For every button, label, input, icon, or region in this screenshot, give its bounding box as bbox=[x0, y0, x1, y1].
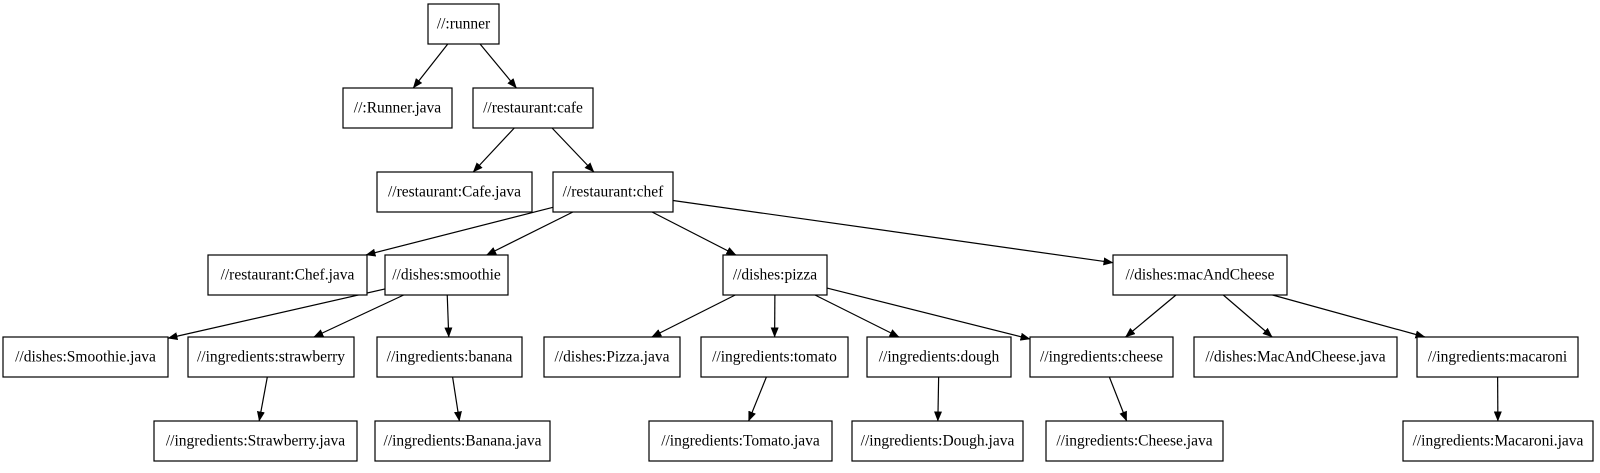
node-label-runner_java: //:Runner.java bbox=[354, 100, 442, 117]
edge-smoothie-to-banana bbox=[447, 295, 449, 337]
edge-tomato-to-tomato_java bbox=[749, 377, 767, 421]
graph-node-macaroni_java: //ingredients:Macaroni.java bbox=[1403, 421, 1593, 461]
graph-node-dough: //ingredients:dough bbox=[867, 337, 1011, 377]
node-label-strawberry_java: //ingredients:Strawberry.java bbox=[166, 433, 345, 450]
edge-macandcheese-to-macaroni bbox=[1273, 295, 1425, 337]
graph-node-chef_java: //restaurant:Chef.java bbox=[208, 255, 367, 295]
edge-banana-to-banana_java bbox=[453, 377, 460, 421]
edge-pizza-to-cheese bbox=[827, 288, 1030, 339]
edge-pizza-to-pizza_java bbox=[652, 295, 735, 337]
node-label-tomato_java: //ingredients:Tomato.java bbox=[661, 433, 820, 450]
graph-node-strawberry: //ingredients:strawberry bbox=[188, 337, 354, 377]
graph-node-cheese_java: //ingredients:Cheese.java bbox=[1046, 421, 1223, 461]
graph-node-smoothie: //dishes:smoothie bbox=[385, 255, 508, 295]
graph-node-strawberry_java: //ingredients:Strawberry.java bbox=[154, 421, 357, 461]
graph-node-macandcheese: //dishes:macAndCheese bbox=[1113, 255, 1287, 295]
node-label-macandcheese_java: //dishes:MacAndCheese.java bbox=[1205, 349, 1385, 366]
graph-node-banana: //ingredients:banana bbox=[377, 337, 522, 377]
edge-strawberry-to-strawberry_java bbox=[259, 377, 267, 421]
node-label-macaroni: //ingredients:macaroni bbox=[1428, 349, 1568, 366]
graph-node-cheese: //ingredients:cheese bbox=[1030, 337, 1173, 377]
node-label-cafe_java: //restaurant:Cafe.java bbox=[388, 184, 521, 201]
node-label-pizza: //dishes:pizza bbox=[733, 267, 817, 284]
graph-node-chef: //restaurant:chef bbox=[553, 172, 673, 212]
node-label-macandcheese: //dishes:macAndCheese bbox=[1126, 267, 1275, 284]
graph-node-macaroni: //ingredients:macaroni bbox=[1417, 337, 1578, 377]
edge-chef-to-macandcheese bbox=[673, 200, 1113, 262]
node-label-cheese: //ingredients:cheese bbox=[1040, 349, 1163, 366]
node-label-tomato: //ingredients:tomato bbox=[712, 349, 837, 366]
node-label-chef_java: //restaurant:Chef.java bbox=[221, 267, 355, 284]
node-label-macaroni_java: //ingredients:Macaroni.java bbox=[1413, 433, 1584, 450]
edge-smoothie-to-strawberry bbox=[314, 295, 404, 337]
edge-cafe-to-chef bbox=[552, 128, 594, 172]
edge-chef-to-chef_java bbox=[366, 207, 553, 255]
node-label-smoothie_java: //dishes:Smoothie.java bbox=[15, 349, 156, 366]
graph-nodes: //:runner //:Runner.java //restaurant:cafe… bbox=[3, 4, 1593, 461]
graph-node-cafe_java: //restaurant:Cafe.java bbox=[377, 172, 532, 212]
graph-node-dough_java: //ingredients:Dough.java bbox=[852, 421, 1023, 461]
edge-chef-to-smoothie bbox=[487, 212, 573, 255]
edge-cafe-to-cafe_java bbox=[473, 128, 514, 172]
node-label-cafe: //restaurant:cafe bbox=[483, 100, 583, 117]
graph-node-macandcheese_java: //dishes:MacAndCheese.java bbox=[1194, 337, 1397, 377]
node-label-dough: //ingredients:dough bbox=[879, 349, 1000, 366]
node-label-smoothie: //dishes:smoothie bbox=[392, 267, 501, 284]
edge-runner-to-cafe bbox=[480, 44, 516, 88]
graph-node-runner: //:runner bbox=[428, 4, 499, 44]
node-label-dough_java: //ingredients:Dough.java bbox=[861, 433, 1015, 450]
graph-node-pizza_java: //dishes:Pizza.java bbox=[544, 337, 680, 377]
edge-macandcheese-to-macandcheese_java bbox=[1223, 295, 1272, 337]
edge-runner-to-runner_java bbox=[413, 44, 448, 88]
node-label-strawberry: //ingredients:strawberry bbox=[197, 349, 345, 366]
graph-node-tomato_java: //ingredients:Tomato.java bbox=[649, 421, 832, 461]
edge-pizza-to-dough bbox=[815, 295, 899, 337]
node-label-runner: //:runner bbox=[437, 16, 491, 33]
graph-node-pizza: //dishes:pizza bbox=[723, 255, 827, 295]
graph-node-runner_java: //:Runner.java bbox=[343, 88, 452, 128]
node-label-banana_java: //ingredients:Banana.java bbox=[384, 433, 542, 450]
edge-smoothie-to-smoothie_java bbox=[168, 289, 385, 338]
edge-cheese-to-cheese_java bbox=[1109, 377, 1126, 421]
graph-node-smoothie_java: //dishes:Smoothie.java bbox=[3, 337, 168, 377]
node-label-chef: //restaurant:chef bbox=[563, 184, 665, 201]
edge-dough-to-dough_java bbox=[938, 377, 939, 421]
edge-macandcheese-to-cheese bbox=[1126, 295, 1176, 337]
graph-node-banana_java: //ingredients:Banana.java bbox=[375, 421, 550, 461]
node-label-banana: //ingredients:banana bbox=[387, 349, 513, 366]
graph-node-cafe: //restaurant:cafe bbox=[473, 88, 593, 128]
graph-node-tomato: //ingredients:tomato bbox=[701, 337, 848, 377]
edge-chef-to-pizza bbox=[652, 212, 736, 255]
node-label-cheese_java: //ingredients:Cheese.java bbox=[1056, 433, 1212, 450]
node-label-pizza_java: //dishes:Pizza.java bbox=[555, 349, 670, 366]
